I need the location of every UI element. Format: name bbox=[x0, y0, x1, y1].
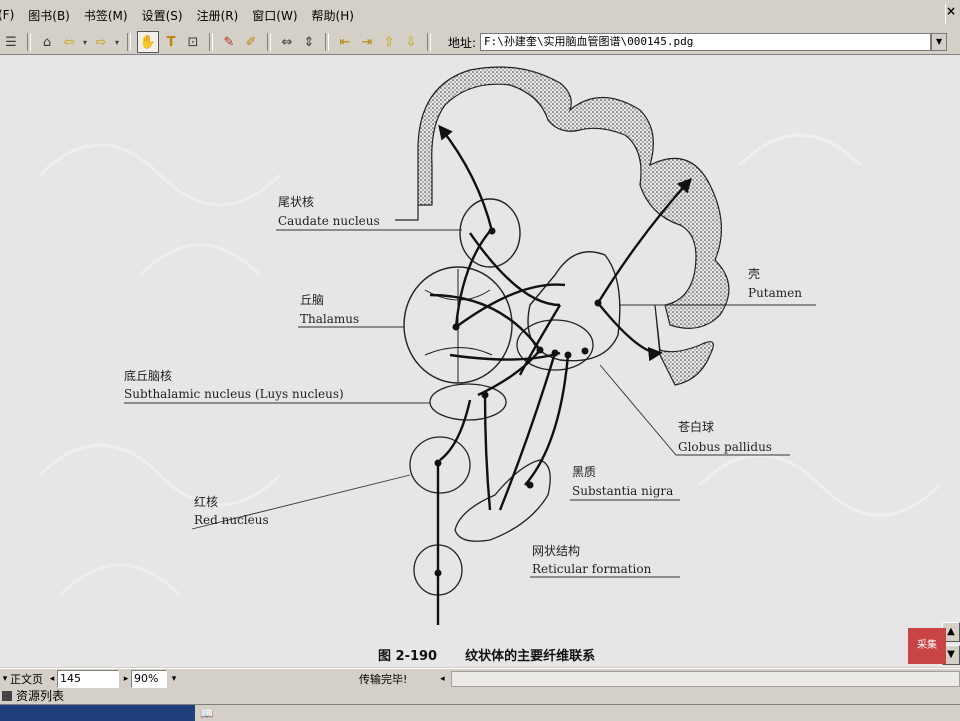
menu-item-1[interactable]: 图书(B) bbox=[28, 8, 70, 23]
menu-item-3[interactable]: 设置(S) bbox=[141, 8, 183, 23]
menu-item-6[interactable]: 帮助(H) bbox=[311, 8, 354, 23]
label-nigra-en: Substantia nigra bbox=[572, 484, 674, 498]
home-icon[interactable]: ⌂ bbox=[42, 34, 52, 50]
caption-number: 图 2-190 bbox=[378, 649, 438, 664]
putamen bbox=[527, 251, 621, 362]
label-caudate-en: Caudate nucleus bbox=[278, 214, 380, 228]
status-bar: ▾ 正文页 ◂ 145 ▸ 90% ▾ 传输完毕! ◂ bbox=[0, 668, 960, 689]
label-reticular-cn: 网状结构 bbox=[532, 544, 581, 558]
label-globus-cn: 苍白球 bbox=[678, 420, 715, 434]
text-select-icon[interactable]: T bbox=[166, 34, 176, 50]
annotate-icon[interactable]: ✎ bbox=[223, 34, 235, 50]
toolbar-separator bbox=[209, 33, 213, 51]
menu-item-5[interactable]: 窗口(W) bbox=[252, 8, 298, 23]
caudate-nucleus bbox=[459, 198, 521, 268]
toolbar-separator bbox=[427, 33, 431, 51]
horizontal-scrollbar[interactable] bbox=[451, 671, 960, 687]
label-subthalamic-en: Subthalamic nucleus (Luys nucleus) bbox=[124, 387, 344, 401]
page-number-input[interactable]: 145 bbox=[57, 670, 119, 688]
taskbar-start-area[interactable] bbox=[0, 705, 195, 721]
page-view[interactable]: 尾状核 Caudate nucleus 丘脑 Thalamus 底丘脑核 Sub… bbox=[0, 55, 960, 667]
zoom-input[interactable]: 90% bbox=[131, 670, 167, 688]
transfer-status: 传输完毕! bbox=[359, 673, 408, 686]
diagram-figure bbox=[38, 66, 942, 625]
cortex-lower bbox=[654, 304, 714, 386]
figure-caption: 图 2-190 纹状体的主要纤维联系 bbox=[378, 645, 595, 664]
fit-height-icon[interactable]: ⇕ bbox=[303, 34, 315, 50]
highlight-icon[interactable]: ✐ bbox=[245, 34, 257, 50]
leader-lines bbox=[124, 229, 816, 578]
back-icon[interactable]: ⇦ bbox=[63, 34, 75, 50]
hand-icon[interactable]: ✋ bbox=[137, 31, 159, 53]
label-putamen-en: Putamen bbox=[748, 286, 802, 300]
red-nucleus bbox=[409, 436, 471, 494]
menu-bar: (F) 图书(B) 书签(M) 设置(S) 注册(R) 窗口(W) 帮助(H) bbox=[0, 0, 960, 31]
label-reticular-en: Reticular formation bbox=[532, 562, 652, 576]
back-dropdown-icon[interactable]: ▾ bbox=[82, 37, 87, 47]
zoom-region-icon[interactable]: ⊡ bbox=[187, 34, 199, 50]
menu-item-2[interactable]: 书签(M) bbox=[83, 8, 128, 23]
label-thalamus-en: Thalamus bbox=[300, 312, 360, 326]
background-watermark bbox=[38, 133, 942, 597]
list-icon[interactable]: ☰ bbox=[5, 34, 17, 50]
cortex-band bbox=[417, 66, 730, 329]
book-icon[interactable]: 📖 bbox=[200, 707, 214, 720]
forward-icon[interactable]: ⇨ bbox=[95, 34, 107, 50]
label-subthalamic-cn: 底丘脑核 bbox=[124, 369, 173, 383]
taskbar: 资源列表 📖 bbox=[0, 688, 960, 721]
toolbar-separator bbox=[127, 33, 131, 51]
globus-pallidus bbox=[516, 319, 594, 371]
label-red-en: Red nucleus bbox=[194, 513, 269, 527]
next-arrow-icon[interactable]: ▸ bbox=[123, 674, 129, 684]
label-caudate-cn: 尾状核 bbox=[278, 195, 315, 209]
prev-page-icon[interactable]: ⇧ bbox=[383, 34, 395, 50]
substantia-nigra bbox=[454, 459, 551, 542]
next-page-icon[interactable]: ⇩ bbox=[405, 34, 417, 50]
fit-width-icon[interactable]: ⇔ bbox=[281, 34, 293, 50]
logo-icon: 采集 bbox=[908, 628, 946, 664]
forward-dropdown-icon[interactable]: ▾ bbox=[114, 37, 119, 47]
caption-text: 纹状体的主要纤维联系 bbox=[465, 649, 596, 664]
page-mode-dropdown-icon[interactable]: ▾ bbox=[2, 674, 8, 684]
label-nigra-cn: 黑质 bbox=[572, 465, 597, 479]
menu-item-0[interactable]: (F) bbox=[0, 8, 15, 22]
last-page-icon[interactable]: ⇥ bbox=[361, 34, 373, 50]
zoom-dropdown-icon[interactable]: ▾ bbox=[171, 674, 177, 684]
label-putamen-cn: 壳 bbox=[748, 267, 761, 281]
prev-arrow-icon[interactable]: ◂ bbox=[49, 674, 55, 684]
resource-list-tab[interactable]: 资源列表 bbox=[2, 689, 64, 703]
first-page-icon[interactable]: ⇤ bbox=[339, 34, 351, 50]
hscroll-left-icon[interactable]: ◂ bbox=[440, 674, 445, 684]
fiber-tracts bbox=[429, 124, 692, 625]
toolbar-separator bbox=[27, 33, 31, 51]
label-globus-en: Globus pallidus bbox=[678, 440, 772, 454]
address-input[interactable]: F:\孙建奎\实用脑血管图谱\000145.pdg bbox=[480, 33, 932, 51]
window-close-button[interactable]: × bbox=[945, 4, 960, 24]
page-mode[interactable]: 正文页 bbox=[10, 673, 43, 686]
address-label: 地址: bbox=[448, 35, 477, 50]
menu-item-4[interactable]: 注册(R) bbox=[196, 8, 239, 23]
label-red-cn: 红核 bbox=[194, 495, 219, 509]
subthalamic-nucleus bbox=[429, 383, 507, 421]
toolbar-separator bbox=[267, 33, 271, 51]
toolbar-separator bbox=[325, 33, 329, 51]
address-dropdown-icon[interactable]: ▼ bbox=[931, 33, 948, 51]
neuron-dots bbox=[434, 227, 602, 577]
toolbar: ☰ ⌂ ⇦ ▾ ⇨ ▾ ✋ T ⊡ ✎ ✐ ⇔ ⇕ ⇤ ⇥ ⇧ ⇩ 地址: F:… bbox=[0, 30, 960, 55]
label-thalamus-cn: 丘脑 bbox=[300, 293, 325, 307]
